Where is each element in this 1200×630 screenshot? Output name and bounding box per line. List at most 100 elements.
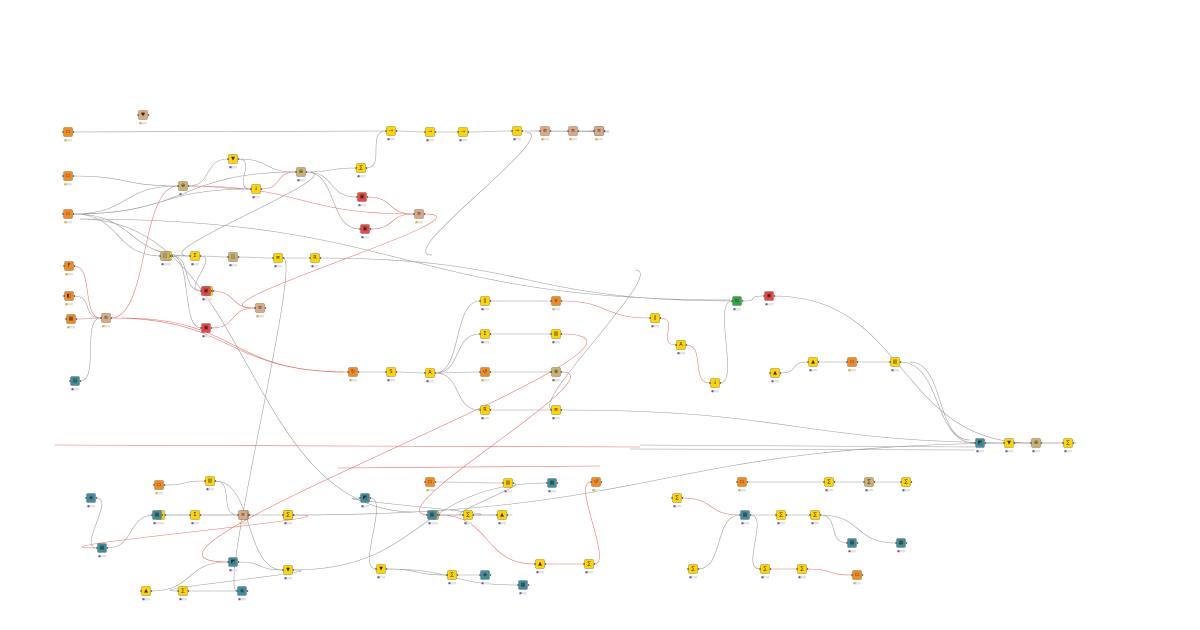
input-port[interactable] bbox=[511, 129, 514, 133]
node-n41-manipulator[interactable]: → bbox=[424, 127, 437, 142]
node-n20-loop[interactable]: ◫ bbox=[227, 252, 240, 267]
output-port[interactable] bbox=[685, 343, 688, 347]
node-n75-source[interactable]: ▭ bbox=[153, 480, 166, 495]
output-port[interactable] bbox=[873, 480, 876, 484]
output-port[interactable] bbox=[833, 480, 836, 484]
node-n90-manipulator[interactable]: ▥ bbox=[502, 478, 515, 493]
output-port[interactable] bbox=[681, 496, 684, 500]
output-port[interactable] bbox=[560, 408, 563, 412]
input-port[interactable] bbox=[153, 483, 156, 487]
connection-n13-n15[interactable] bbox=[305, 171, 358, 198]
output-port[interactable] bbox=[395, 370, 398, 374]
node-n49-manipulator[interactable]: Σ bbox=[479, 329, 492, 344]
connection-n76-n77[interactable] bbox=[214, 480, 239, 516]
output-port[interactable] bbox=[369, 496, 372, 500]
input-port[interactable] bbox=[62, 212, 65, 216]
input-port[interactable] bbox=[846, 541, 849, 545]
input-port[interactable] bbox=[69, 379, 72, 383]
connection-n10-n17[interactable] bbox=[187, 185, 415, 215]
input-port[interactable] bbox=[590, 480, 593, 484]
node-n100-manipulator[interactable]: ∑ bbox=[583, 559, 596, 574]
output-port[interactable] bbox=[489, 573, 492, 577]
node-n8-view[interactable]: ▤ bbox=[69, 376, 82, 391]
output-port[interactable] bbox=[292, 568, 295, 572]
output-port[interactable] bbox=[169, 254, 172, 258]
input-port[interactable] bbox=[63, 264, 66, 268]
connection-x7-x12[interactable] bbox=[749, 514, 761, 570]
node-n9-meta[interactable]: ≡ bbox=[100, 313, 113, 328]
connection-n21-n83[interactable] bbox=[233, 257, 287, 592]
connection-n56-n67[interactable] bbox=[560, 409, 1032, 444]
connection-n4-n10[interactable] bbox=[72, 185, 179, 215]
output-port[interactable] bbox=[72, 212, 75, 216]
input-port[interactable] bbox=[462, 513, 465, 517]
input-port[interactable] bbox=[502, 481, 505, 485]
input-port[interactable] bbox=[63, 294, 66, 298]
output-port[interactable] bbox=[489, 408, 492, 412]
node-n4-source[interactable]: ▭ bbox=[62, 209, 75, 224]
output-port[interactable] bbox=[1040, 441, 1043, 445]
input-port[interactable] bbox=[1003, 441, 1006, 445]
output-port[interactable] bbox=[856, 360, 859, 364]
connection-n10-n11[interactable] bbox=[187, 158, 229, 187]
connection-n12-n13[interactable] bbox=[260, 171, 297, 190]
connection-n60-n67[interactable] bbox=[773, 295, 1032, 444]
input-port[interactable] bbox=[889, 360, 892, 364]
output-port[interactable] bbox=[910, 480, 913, 484]
node-n48-manipulator[interactable]: ∥ bbox=[479, 296, 492, 311]
node-n2-meta[interactable]: ♥ bbox=[137, 110, 150, 125]
connection-n91-n99[interactable] bbox=[438, 514, 536, 565]
connection-n39-n52[interactable] bbox=[434, 372, 481, 411]
node-n44-meta[interactable]: ≡ bbox=[539, 126, 552, 141]
node-x8-manipulator[interactable]: ∑ bbox=[775, 510, 788, 525]
input-port[interactable] bbox=[227, 255, 230, 259]
output-port[interactable] bbox=[806, 567, 809, 571]
node-n21-manipulator[interactable]: ≣ bbox=[272, 253, 285, 268]
node-n82-manipulator[interactable]: ∑ bbox=[177, 586, 190, 601]
output-port[interactable] bbox=[357, 370, 360, 374]
connection-n80-n81[interactable] bbox=[237, 561, 284, 571]
output-port[interactable] bbox=[1072, 441, 1075, 445]
output-port[interactable] bbox=[163, 483, 166, 487]
output-port[interactable] bbox=[305, 170, 308, 174]
input-port[interactable] bbox=[807, 360, 810, 364]
input-port[interactable] bbox=[355, 166, 358, 170]
output-port[interactable] bbox=[1013, 441, 1016, 445]
connection-n4-n18[interactable] bbox=[72, 213, 163, 257]
input-port[interactable] bbox=[385, 370, 388, 374]
output-port[interactable] bbox=[72, 130, 75, 134]
output-port[interactable] bbox=[161, 513, 164, 517]
output-port[interactable] bbox=[899, 360, 902, 364]
input-port[interactable] bbox=[282, 513, 285, 517]
long-curve-1[interactable] bbox=[79, 218, 416, 513]
input-port[interactable] bbox=[204, 479, 207, 483]
long-connection-0[interactable] bbox=[54, 444, 641, 448]
connection-n61-n62[interactable] bbox=[779, 361, 809, 374]
input-port[interactable] bbox=[62, 130, 65, 134]
input-port[interactable] bbox=[359, 227, 362, 231]
node-n42-manipulator[interactable]: → bbox=[457, 127, 470, 142]
input-port[interactable] bbox=[900, 480, 903, 484]
input-port[interactable] bbox=[479, 573, 482, 577]
output-port[interactable] bbox=[434, 480, 437, 484]
input-port[interactable] bbox=[65, 317, 68, 321]
node-n28-meta[interactable]: ≡ bbox=[254, 303, 267, 318]
input-port[interactable] bbox=[593, 129, 596, 133]
node-n72-manipulator[interactable]: Σ bbox=[189, 510, 202, 525]
node-n26-sink[interactable]: ▣ bbox=[200, 286, 213, 301]
node-n95-manipulator[interactable]: ▼ bbox=[375, 564, 388, 579]
long-curve-2[interactable] bbox=[425, 131, 532, 256]
long-curve-0[interactable] bbox=[79, 218, 731, 301]
connection-n40-n41[interactable] bbox=[395, 130, 426, 133]
output-port[interactable] bbox=[75, 317, 78, 321]
output-port[interactable] bbox=[527, 583, 530, 587]
connection-n26-n28[interactable] bbox=[210, 290, 256, 309]
node-n19-manipulator[interactable]: Σ bbox=[189, 251, 202, 266]
output-port[interactable] bbox=[467, 130, 470, 134]
connection-n92-n94[interactable] bbox=[351, 497, 482, 516]
connection-n20-n21[interactable] bbox=[237, 256, 274, 259]
input-port[interactable] bbox=[550, 299, 553, 303]
node-n89-source[interactable]: ▭ bbox=[424, 477, 437, 492]
node-n81-manipulator[interactable]: ▼ bbox=[282, 565, 295, 580]
